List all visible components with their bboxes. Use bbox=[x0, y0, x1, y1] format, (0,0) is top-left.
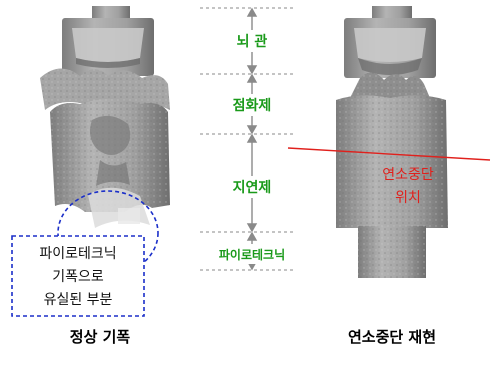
section-scale: 뇌 관 점화제 지연제 파이로테크닉 bbox=[200, 7, 302, 271]
callout-box bbox=[11, 235, 145, 317]
section-label-pyrotechnic: 파이로테크닉 bbox=[219, 247, 285, 262]
red-annotation-line-2: 위치 bbox=[395, 190, 421, 206]
callout-line-1: 파이로테크닉 bbox=[39, 246, 116, 262]
right-cap-stub bbox=[372, 6, 412, 20]
left-cap-stub bbox=[92, 6, 130, 20]
callout-line-2: 기폭으로 bbox=[52, 269, 104, 285]
section-label-detonator: 뇌 관 bbox=[237, 33, 268, 50]
red-annotation-line-1: 연소중단 bbox=[382, 167, 434, 183]
caption-left: 정상 기폭 bbox=[70, 328, 131, 346]
section-label-igniter: 점화제 bbox=[233, 97, 272, 114]
section-label-delay: 지연제 bbox=[233, 180, 272, 196]
right-specimen bbox=[336, 6, 448, 278]
combustion-stop-line bbox=[287, 147, 491, 161]
left-specimen bbox=[40, 6, 170, 228]
callout-line-3: 유실된 부분 bbox=[44, 292, 113, 308]
caption-right: 연소중단 재현 bbox=[348, 328, 436, 346]
callout: 파이로테크닉 기폭으로 유실된 부분 bbox=[11, 235, 145, 317]
